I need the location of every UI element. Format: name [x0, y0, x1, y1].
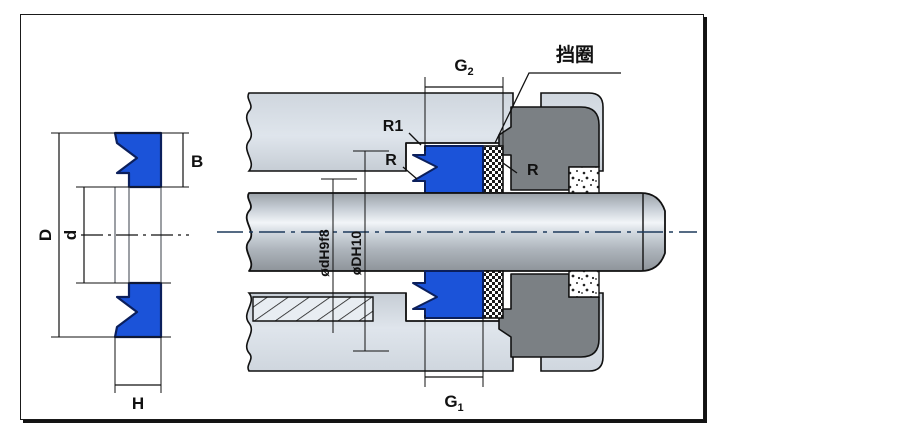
- drawing-frame: D d B H: [20, 14, 707, 423]
- dimension-label-R-right: R: [527, 162, 539, 179]
- dimension-label-G1: G1: [444, 392, 463, 414]
- backup-ring-upper: [482, 145, 504, 194]
- rod-seal-lower: [412, 270, 484, 319]
- dimension-label-G2: G2: [454, 56, 473, 78]
- technical-drawing-svg: D d B H: [36, 44, 697, 414]
- piston-rod: [245, 192, 666, 272]
- assembly-view: G2 G1 R1 R R 挡圈: [217, 44, 697, 414]
- section-hatch-lower: [252, 296, 374, 322]
- left-seal-view: D d B H: [36, 131, 203, 413]
- dimension-label-D: D: [36, 229, 55, 241]
- dimension-label-H: H: [132, 394, 144, 413]
- rod-seal-upper: [412, 145, 484, 194]
- packing-pocket-upper: [568, 166, 600, 194]
- annotation-backup-ring: 挡圈: [556, 44, 594, 66]
- dimension-label-B: B: [191, 152, 203, 171]
- seal-profile-upper: [113, 131, 163, 189]
- packing-pocket-lower: [568, 270, 600, 298]
- dimension-label-R-left: R: [385, 152, 397, 169]
- diameter-callout-D: øDH10: [348, 231, 364, 276]
- backup-ring-leader: [494, 72, 621, 144]
- seal-profile-lower: [113, 281, 163, 339]
- diameter-callout-d: ødH9f8: [316, 229, 332, 277]
- backup-ring-lower: [482, 270, 504, 319]
- dimension-label-d: d: [61, 230, 80, 240]
- dimension-label-R1: R1: [383, 118, 404, 135]
